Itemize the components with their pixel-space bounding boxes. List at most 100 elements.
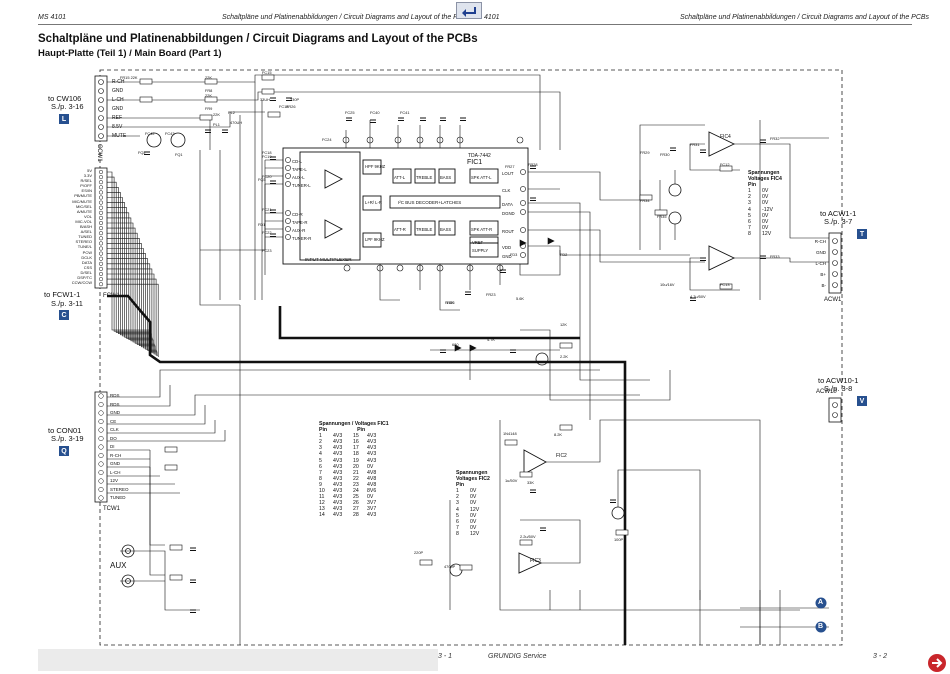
- voltage-row-fic1-cell: 4V3: [367, 451, 377, 458]
- fcw1-pin-label: R/SEL: [80, 178, 92, 184]
- voltage-row-fic1-cell: 4V3: [333, 506, 343, 513]
- voltage-row-fic2-cell: 12V: [470, 530, 480, 537]
- next-page-button[interactable]: [928, 654, 946, 672]
- fic1-output-label: DGND: [502, 211, 515, 216]
- voltage-row-fic1-cell: 11: [319, 494, 325, 501]
- fic1-label: FIC1: [467, 159, 483, 166]
- component-label: 22K: [213, 112, 220, 117]
- voltage-row-fic4-cell: 0V: [762, 200, 769, 207]
- voltage-row-fic2-cell: 0V: [470, 500, 477, 507]
- voltage-row-fic2-cell: 0V: [470, 524, 477, 531]
- voltage-table-fic1-title: Spannungen / Voltages FIC1: [319, 421, 389, 427]
- header-model-left: MS 4101: [38, 14, 67, 21]
- acw1-connector: [828, 232, 842, 294]
- voltage-row-fic4-cell: 7: [748, 224, 751, 231]
- tcw1-connector: [94, 391, 108, 503]
- acw10-connector: [828, 397, 842, 423]
- tcw1-pin-label: STEREO: [110, 486, 129, 492]
- acw1-pin-label: GND: [816, 250, 826, 255]
- component-label: FR26: [286, 104, 296, 109]
- component-label: FC42: [145, 131, 155, 136]
- voltage-row-fic1-cell: 4V3: [367, 433, 377, 440]
- voltage-row-fic1-cell: 18: [353, 451, 359, 458]
- tcw1-pin-label: R-CH: [110, 452, 122, 458]
- component-label: FC40: [370, 110, 380, 115]
- voltage-row-fic1-cell: 4V3: [333, 469, 343, 476]
- voltage-row-fic4-cell: 0V: [762, 188, 769, 195]
- voltage-row-fic1-cell: 26: [353, 500, 359, 507]
- component-label: 4700P: [444, 564, 456, 569]
- fic1-input-label: CD-L: [292, 159, 303, 164]
- fcw1-pin-label: A/SEL: [80, 229, 92, 235]
- ccw1-pin-label: GND: [112, 88, 124, 94]
- ccw1-connector: [94, 75, 108, 142]
- component-label: FC14: [279, 104, 289, 109]
- voltage-row-fic1-cell: 4V8: [367, 481, 377, 488]
- component-label: FR9: [205, 106, 213, 111]
- voltage-row-fic1-cell: 23: [353, 481, 359, 488]
- component-label: 2.2u/50V: [520, 534, 536, 539]
- fcw1-pin-label: TUNE/L: [77, 244, 92, 250]
- fic1-output-label: ROUT: [502, 229, 515, 234]
- voltage-row-fic4-cell: 8: [748, 230, 751, 237]
- fcw1-pin-label: STEREO: [75, 239, 92, 245]
- voltage-row-fic1-cell: 16: [353, 439, 359, 446]
- component-label: FR8: [205, 88, 213, 93]
- acw1-to-label: to ACW1-1: [820, 209, 857, 218]
- bottom-wires: [239, 305, 781, 645]
- component-label: 470UH: [230, 120, 243, 125]
- fic2-label: FIC2: [556, 453, 567, 459]
- ic-block-label: ATT-L: [394, 175, 406, 180]
- fcw1-pin-label: A/MUTE: [76, 208, 92, 214]
- voltage-row-fic1-cell: 6: [319, 463, 322, 470]
- ic-block-label: SUPPLY: [472, 248, 489, 253]
- component-label: FD2: [560, 252, 568, 257]
- footer-brand: GRUNDIG Service: [488, 653, 547, 660]
- voltage-table-fic4-subtitle: Voltages FIC4: [748, 176, 782, 183]
- ccw1-pin-label: REF: [112, 115, 122, 121]
- con01-to-label: to CON01: [48, 426, 82, 435]
- fcw1-pin-label: DATA: [81, 259, 92, 265]
- cw106-badge: L: [59, 114, 69, 124]
- con01-badge: Q: [59, 446, 69, 456]
- op-amps: [518, 131, 736, 574]
- ic-block-label: LPF 9KHZ: [365, 237, 385, 242]
- back-button[interactable]: [456, 2, 482, 19]
- component-label: FC20: [262, 174, 272, 179]
- ccw1-pin-label: L-CH: [112, 97, 124, 103]
- voltage-table-fic4-title: Spannungen: [748, 170, 780, 176]
- page-title: Schaltpläne und Platinenabbildungen / Ci…: [38, 33, 478, 45]
- voltage-row-fic4-cell: 0V: [762, 224, 769, 231]
- fic1-input-label: TUNER-R: [292, 236, 312, 241]
- acw10-to-label: to ACW10-1: [818, 376, 859, 385]
- ic-block-label: BASS: [440, 227, 452, 232]
- voltage-row-fic1-cell: 8V6: [367, 488, 377, 495]
- fcw1-pin-label: 5V: [87, 168, 92, 173]
- fcw1-pin-label: VOL: [83, 213, 92, 219]
- voltage-row-fic1-cell: 21: [353, 469, 359, 476]
- ic-block-label: TREBLE: [416, 227, 433, 232]
- voltage-row-fic2-cell: 12V: [470, 506, 480, 513]
- voltage-row-fic1-cell: 4V3: [333, 439, 343, 446]
- voltage-row-fic4-cell: 0V: [762, 218, 769, 225]
- voltage-row-fic1-cell: 0V: [367, 494, 374, 501]
- component-label: 330P: [290, 97, 300, 102]
- voltage-row-fic1-cell: 12: [319, 500, 325, 507]
- fcw1-pin-label: TUNED: [78, 234, 92, 240]
- voltage-table-fic2-pin: Pin: [456, 482, 465, 489]
- fic1-type-label: TDA-7442: [468, 153, 491, 159]
